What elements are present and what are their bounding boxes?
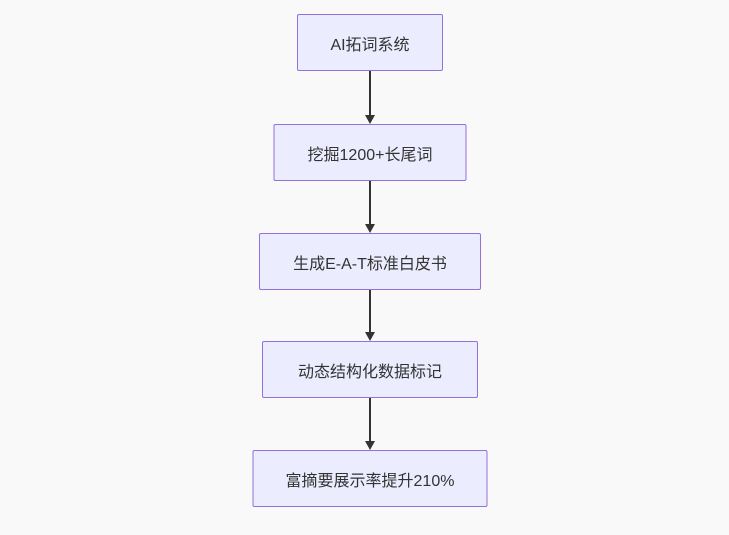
edge-line (369, 290, 371, 332)
flowchart-node-ai-system: AI拓词系统 (297, 14, 443, 71)
flowchart-edge (364, 181, 376, 233)
flowchart-node-eat-whitepaper: 生成E-A-T标准白皮书 (259, 233, 481, 290)
node-label: 富摘要展示率提升210% (285, 472, 455, 490)
arrowhead-icon (365, 224, 375, 233)
edge-line (369, 398, 371, 441)
edge-line (369, 181, 371, 224)
edge-line (369, 71, 371, 115)
flowchart-edge (364, 71, 376, 124)
flowchart-edge (364, 398, 376, 450)
node-label: 动态结构化数据标记 (297, 363, 442, 381)
arrowhead-icon (365, 441, 375, 450)
flowchart-node-rich-snippet-rate: 富摘要展示率提升210% (252, 450, 488, 507)
arrowhead-icon (365, 115, 375, 124)
flowchart-edge (364, 290, 376, 341)
node-label: 生成E-A-T标准白皮书 (293, 255, 447, 273)
flowchart-node-structured-data: 动态结构化数据标记 (262, 341, 478, 398)
node-label: AI拓词系统 (330, 36, 410, 54)
arrowhead-icon (365, 332, 375, 341)
flowchart-node-longtail-keywords: 挖掘1200+长尾词 (273, 124, 467, 181)
node-label: 挖掘1200+长尾词 (307, 146, 433, 164)
